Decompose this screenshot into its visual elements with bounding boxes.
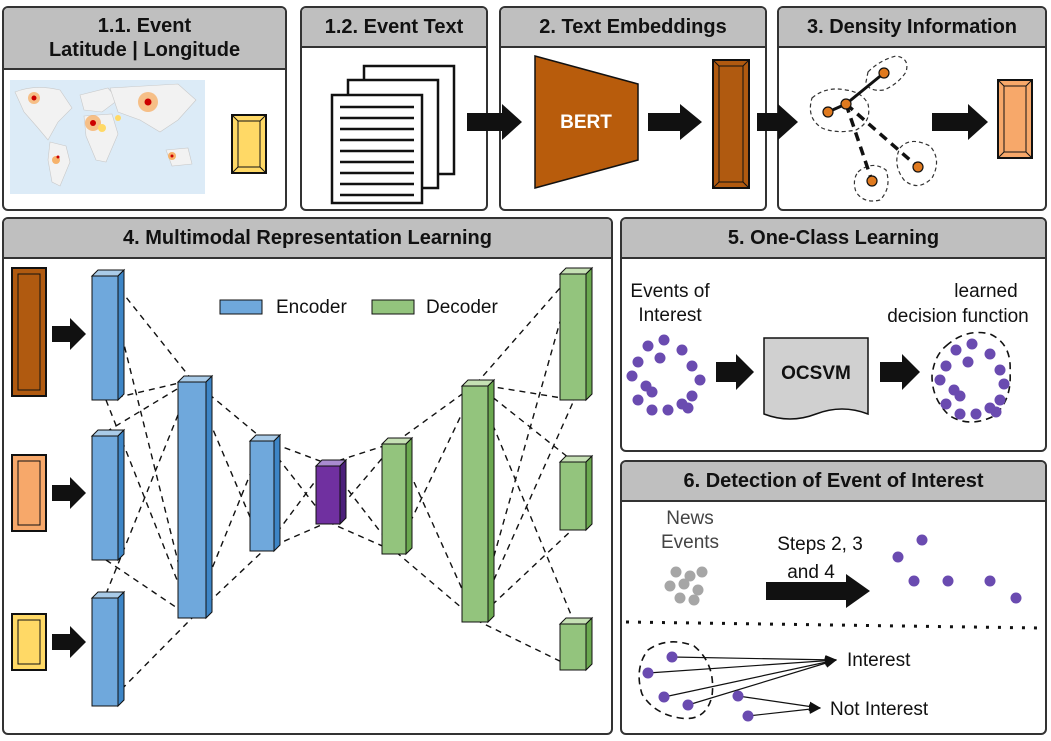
events-of-interest-label-1: Events of xyxy=(630,281,710,302)
news-events-label-1: News xyxy=(666,508,714,529)
panel-multimodal-learning-title: 4. Multimodal Representation Learning xyxy=(4,219,611,259)
encoder-layer-1c xyxy=(90,590,126,708)
arrow-ocsvm-to-decision xyxy=(880,354,920,390)
legend-decoder-swatch xyxy=(371,299,415,315)
ocsvm-label: OCSVM xyxy=(781,363,851,384)
legend-encoder-label: Encoder xyxy=(276,297,347,318)
bert-label: BERT xyxy=(560,112,612,133)
steps-label-1: Steps 2, 3 xyxy=(777,534,863,555)
density-graph xyxy=(809,55,938,202)
decoder-layer-2 xyxy=(460,378,496,624)
news-events-points xyxy=(664,566,708,606)
legend: Encoder Decoder xyxy=(219,297,498,318)
classification-example xyxy=(638,641,838,722)
latent-layer xyxy=(314,458,348,526)
panel-detection-title: 6. Detection of Event of Interest xyxy=(622,462,1045,502)
documents-icon xyxy=(330,64,456,205)
legend-decoder-label: Decoder xyxy=(426,297,498,318)
panel-event-location-title-line2: Latitude | Longitude xyxy=(48,39,241,61)
decoder-output-1 xyxy=(558,266,594,402)
arrow-text-to-bert xyxy=(467,104,522,140)
input-location xyxy=(11,613,47,671)
arrow-density-to-vector xyxy=(932,104,988,140)
encoder-layer-3 xyxy=(248,433,282,553)
input-density xyxy=(11,454,47,532)
arrow-steps xyxy=(766,574,870,608)
panel-one-class-learning-title: 5. One-Class Learning xyxy=(622,219,1045,259)
input-arrows xyxy=(52,318,86,658)
arrow-events-to-ocsvm xyxy=(716,354,754,390)
encoder-layer-1b xyxy=(90,428,126,562)
encoder-layer-1a xyxy=(90,268,126,402)
location-vector xyxy=(231,114,267,174)
separator-line xyxy=(625,620,1041,630)
decision-boundary-cluster xyxy=(931,331,1011,423)
bert-model: BERT xyxy=(534,55,639,189)
density-vector xyxy=(997,79,1033,159)
ocsvm-document: OCSVM xyxy=(763,337,869,420)
events-of-interest-cluster xyxy=(626,334,706,416)
decoder-layer-1 xyxy=(380,436,414,556)
decoder-output-3 xyxy=(558,616,594,672)
encoder-layer-2 xyxy=(176,374,214,620)
legend-encoder-swatch xyxy=(219,299,263,315)
panel-event-location-title-line1: 1.1. Event xyxy=(97,15,192,37)
transformed-events-points xyxy=(892,534,1022,604)
learned-label-2: decision function xyxy=(887,306,1029,327)
decoder-output-2 xyxy=(558,454,594,532)
input-text-embedding xyxy=(11,267,47,397)
text-embedding-vector xyxy=(712,59,750,189)
interest-label: Interest xyxy=(847,650,911,671)
world-heatmap xyxy=(10,80,205,194)
learned-label-1: learned xyxy=(954,281,1017,302)
panel-density-information-title: 3. Density Information xyxy=(779,8,1045,48)
steps-label-2: and 4 xyxy=(787,562,835,583)
not-interest-label: Not Interest xyxy=(830,699,929,720)
events-of-interest-label-2: Interest xyxy=(638,305,702,326)
panel-text-embeddings-title: 2. Text Embeddings xyxy=(501,8,765,48)
arrow-embedding-to-density xyxy=(757,104,798,140)
panel-event-location-header: 1.1. Event Latitude | Longitude xyxy=(4,8,285,70)
news-events-label-2: Events xyxy=(661,532,719,553)
panel-event-text-title: 1.2. Event Text xyxy=(302,8,486,48)
arrow-bert-to-embedding xyxy=(648,104,702,140)
